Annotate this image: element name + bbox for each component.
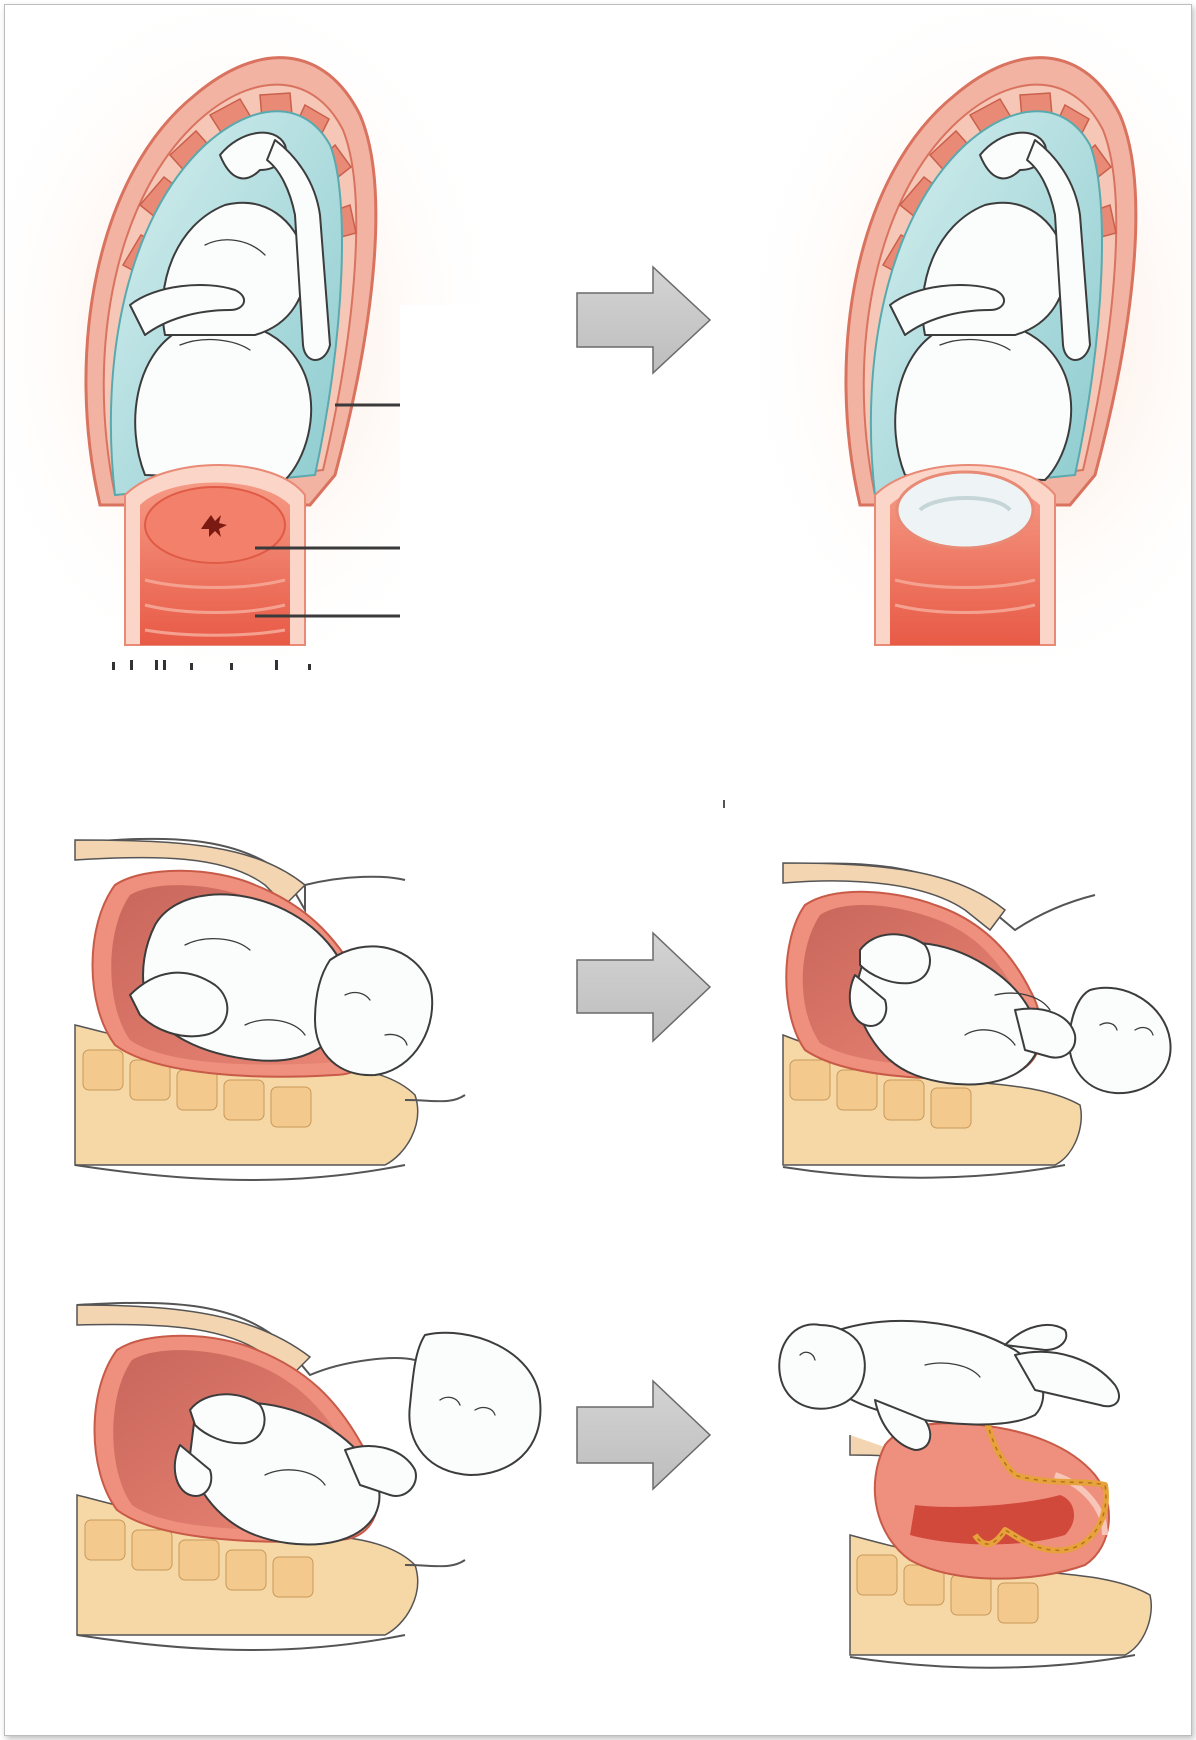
panel-expulsion-before bbox=[75, 839, 465, 1180]
label-area bbox=[400, 305, 480, 645]
panel-placental-before bbox=[77, 1303, 540, 1650]
diagram-page bbox=[4, 4, 1192, 1736]
cervix-closed bbox=[125, 465, 305, 645]
birth-stages-diagram bbox=[5, 5, 1191, 1735]
panel-placental-after bbox=[779, 1321, 1151, 1668]
panel-dilation-before bbox=[5, 5, 485, 670]
arrow-expulsion bbox=[577, 933, 710, 1041]
cervix-dilated bbox=[875, 465, 1055, 645]
arrow-placental bbox=[577, 1381, 710, 1489]
arrow-dilation bbox=[577, 267, 710, 373]
stray-mark bbox=[723, 800, 725, 808]
panel-dilation-after bbox=[755, 5, 1191, 665]
panel-expulsion-after bbox=[783, 863, 1171, 1178]
